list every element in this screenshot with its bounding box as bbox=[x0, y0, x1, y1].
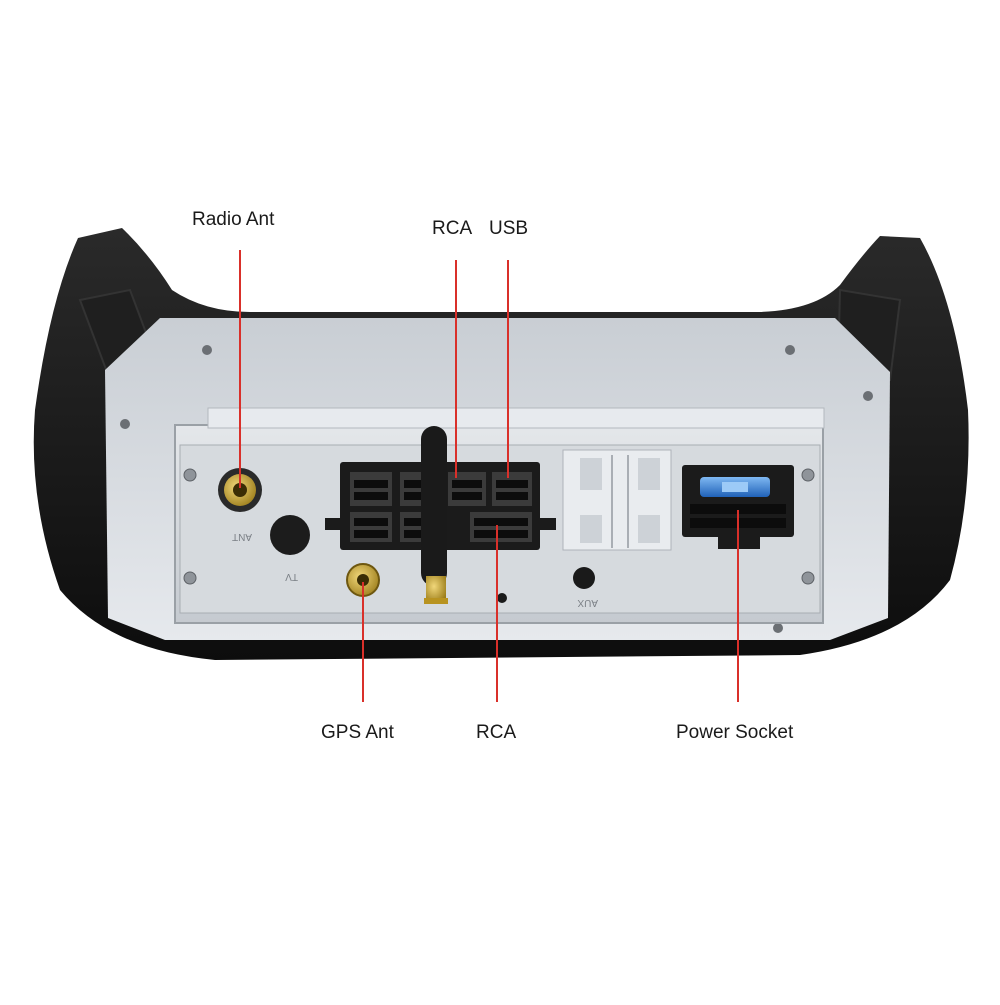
aux-mark: AUX bbox=[577, 597, 598, 608]
unit-top-strip bbox=[207, 407, 825, 429]
label-usb: USB bbox=[489, 218, 529, 239]
label-power-socket: Power Socket bbox=[676, 722, 794, 743]
panel-screws bbox=[120, 345, 873, 633]
unit-screws bbox=[183, 468, 815, 585]
label-radio-ant: Radio Ant bbox=[192, 209, 275, 230]
tv-mark: TV bbox=[285, 571, 298, 582]
label-rca-bottom: RCA bbox=[476, 722, 517, 743]
radio-antenna-jack bbox=[218, 468, 262, 512]
aux-port-hole bbox=[573, 567, 595, 589]
label-rca-top: RCA bbox=[432, 218, 473, 239]
mic-hole bbox=[497, 593, 507, 603]
tv-port-hole bbox=[270, 515, 310, 555]
label-gps-ant: GPS Ant bbox=[321, 722, 394, 743]
vent-slots bbox=[562, 449, 672, 551]
ant-mark: ANT bbox=[232, 531, 252, 542]
callout-lines bbox=[239, 250, 739, 702]
wifi-antenna bbox=[421, 426, 448, 604]
